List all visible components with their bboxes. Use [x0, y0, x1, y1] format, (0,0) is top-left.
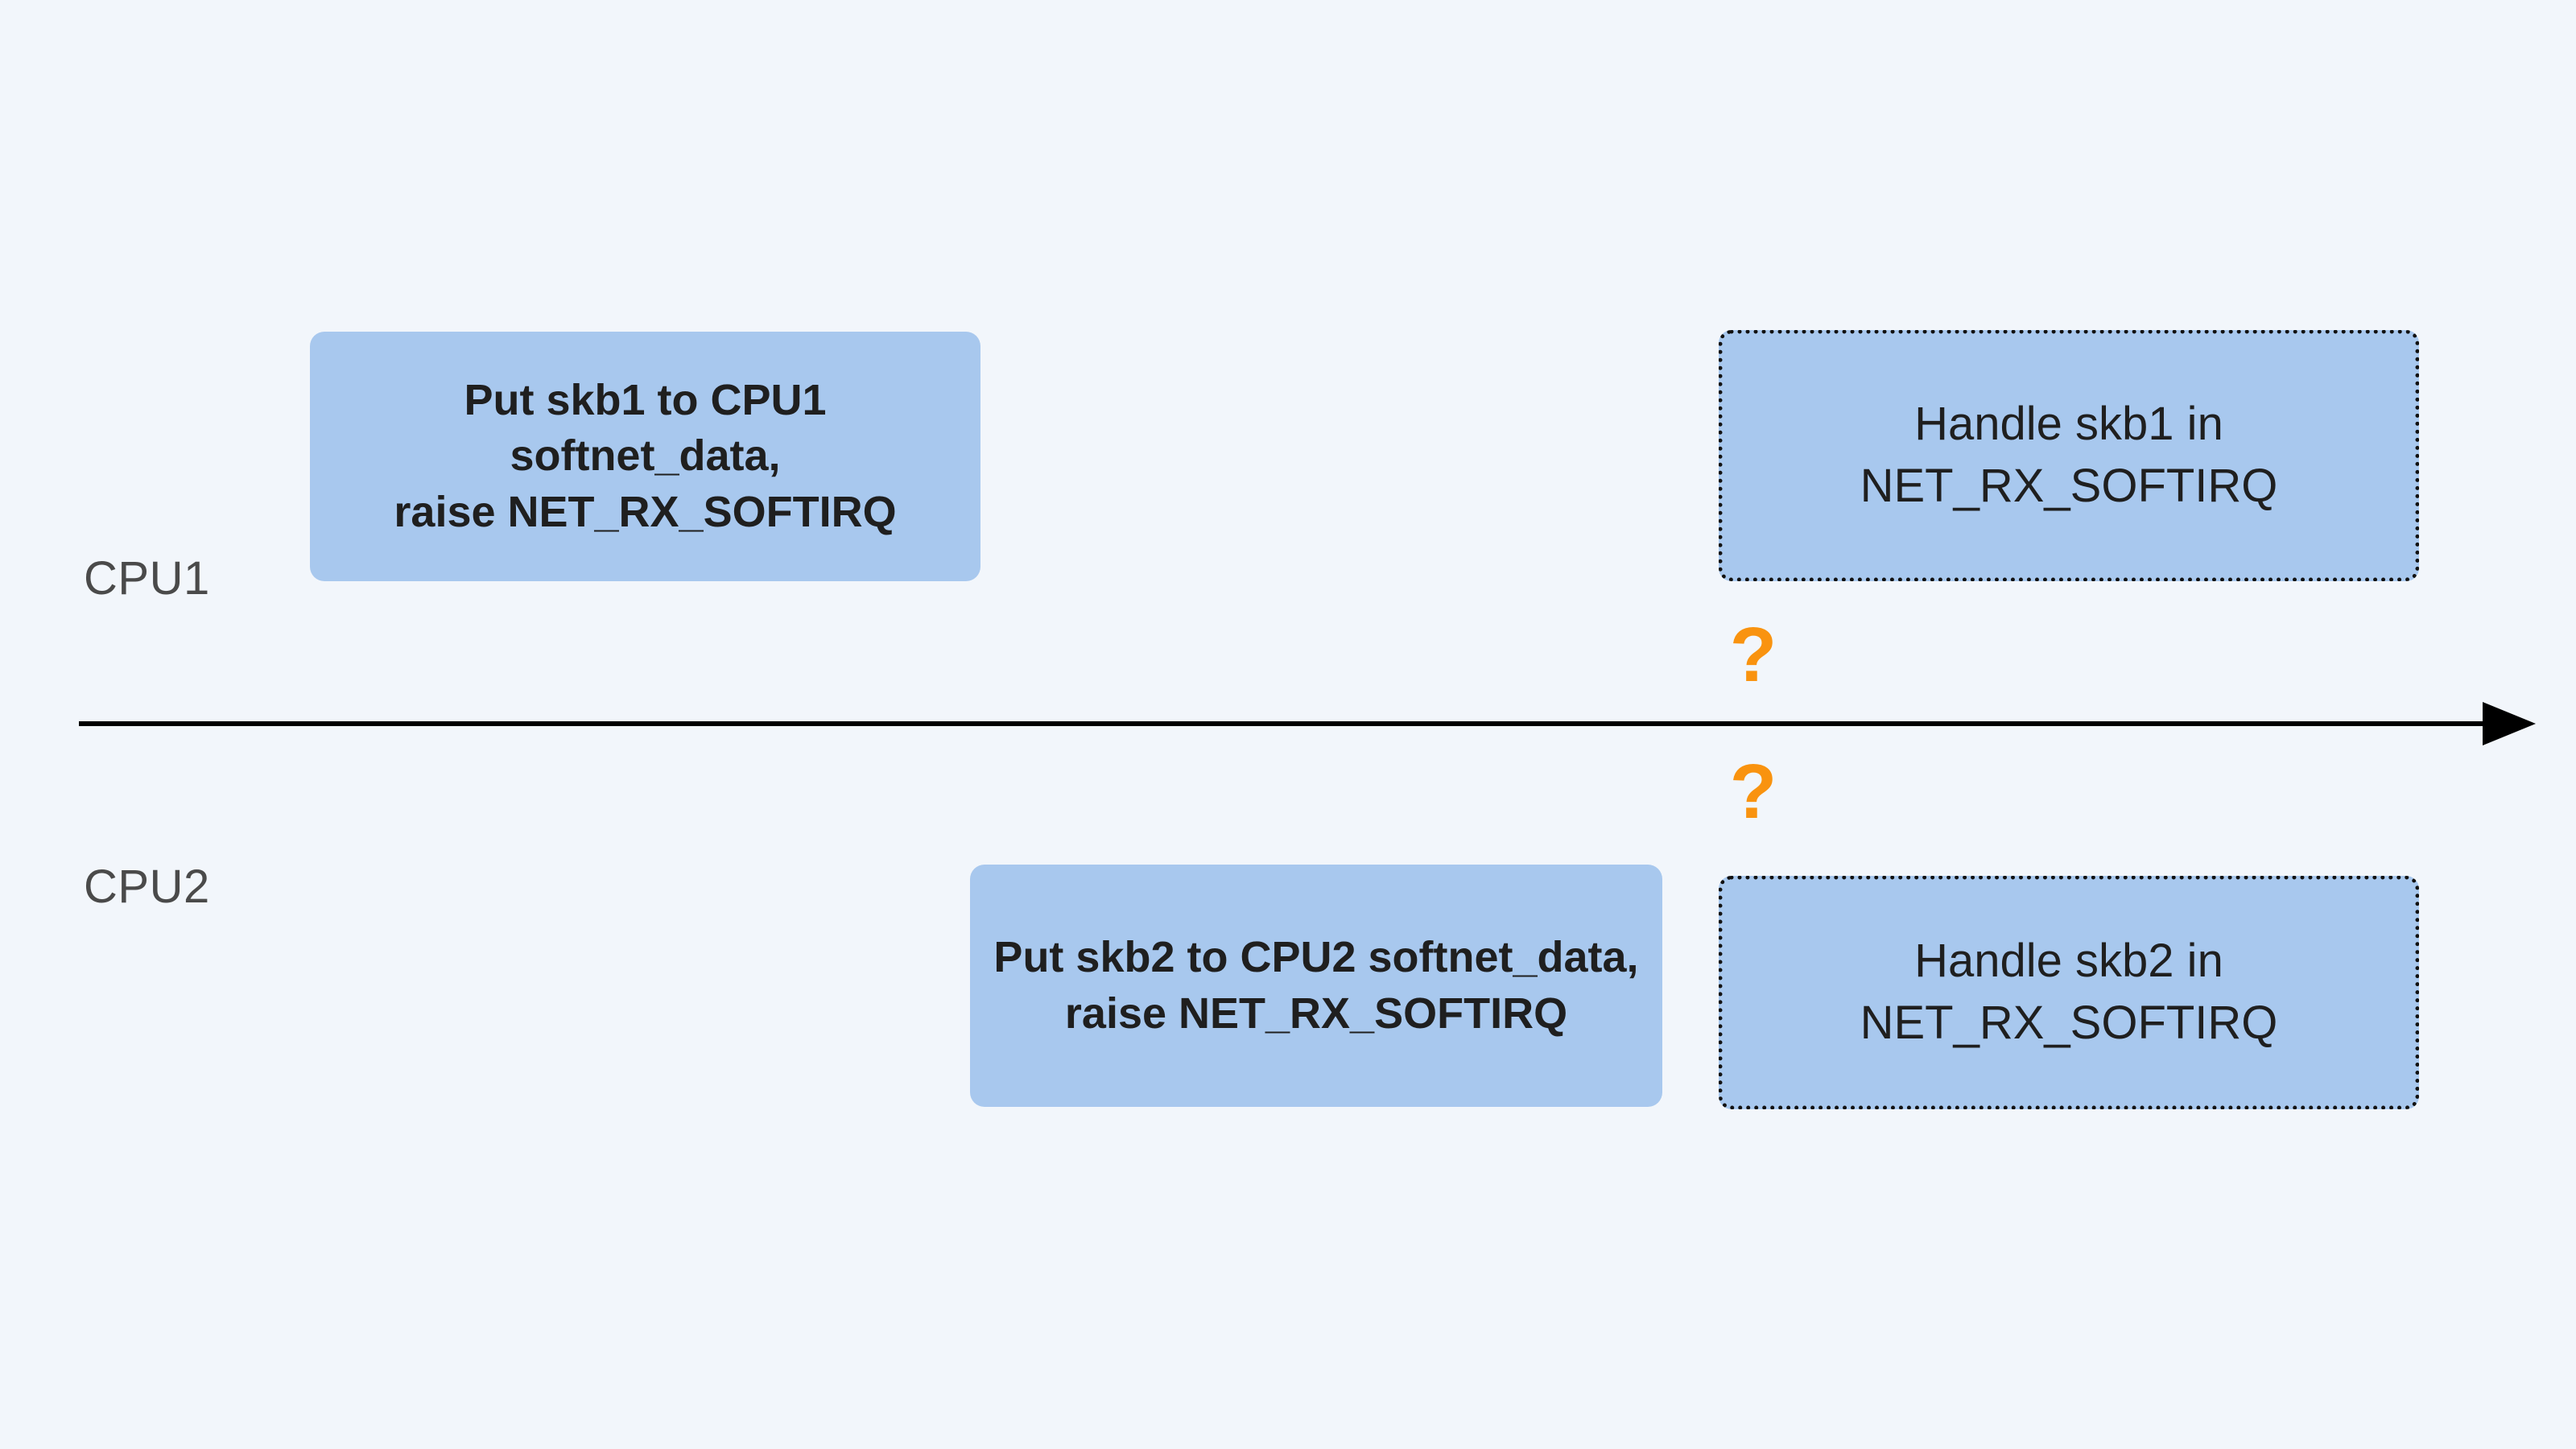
box-handle-skb1[interactable]: Handle skb1 in NET_RX_SOFTIRQ — [1719, 330, 2419, 581]
question-mark-icon-cpu2: ? — [1729, 749, 1777, 835]
lane-label-cpu2: CPU2 — [84, 861, 210, 913]
box-put-skb1-label: Put skb1 to CPU1 softnet_data, raise NET… — [394, 376, 897, 536]
box-handle-skb2[interactable]: Handle skb2 in NET_RX_SOFTIRQ — [1719, 876, 2419, 1109]
box-handle-skb1-label: Handle skb1 in NET_RX_SOFTIRQ — [1860, 398, 2278, 512]
box-put-skb2[interactable]: Put skb2 to CPU2 softnet_data, raise NET… — [970, 865, 1662, 1107]
box-put-skb2-label: Put skb2 to CPU2 softnet_data, raise NET… — [993, 933, 1639, 1038]
question-mark-icon-cpu1: ? — [1729, 612, 1777, 698]
lane-label-cpu1: CPU1 — [84, 552, 210, 605]
box-handle-skb2-label: Handle skb2 in NET_RX_SOFTIRQ — [1860, 935, 2278, 1049]
time-axis-arrow-icon — [79, 702, 2536, 745]
box-put-skb1[interactable]: Put skb1 to CPU1 softnet_data, raise NET… — [310, 332, 980, 581]
